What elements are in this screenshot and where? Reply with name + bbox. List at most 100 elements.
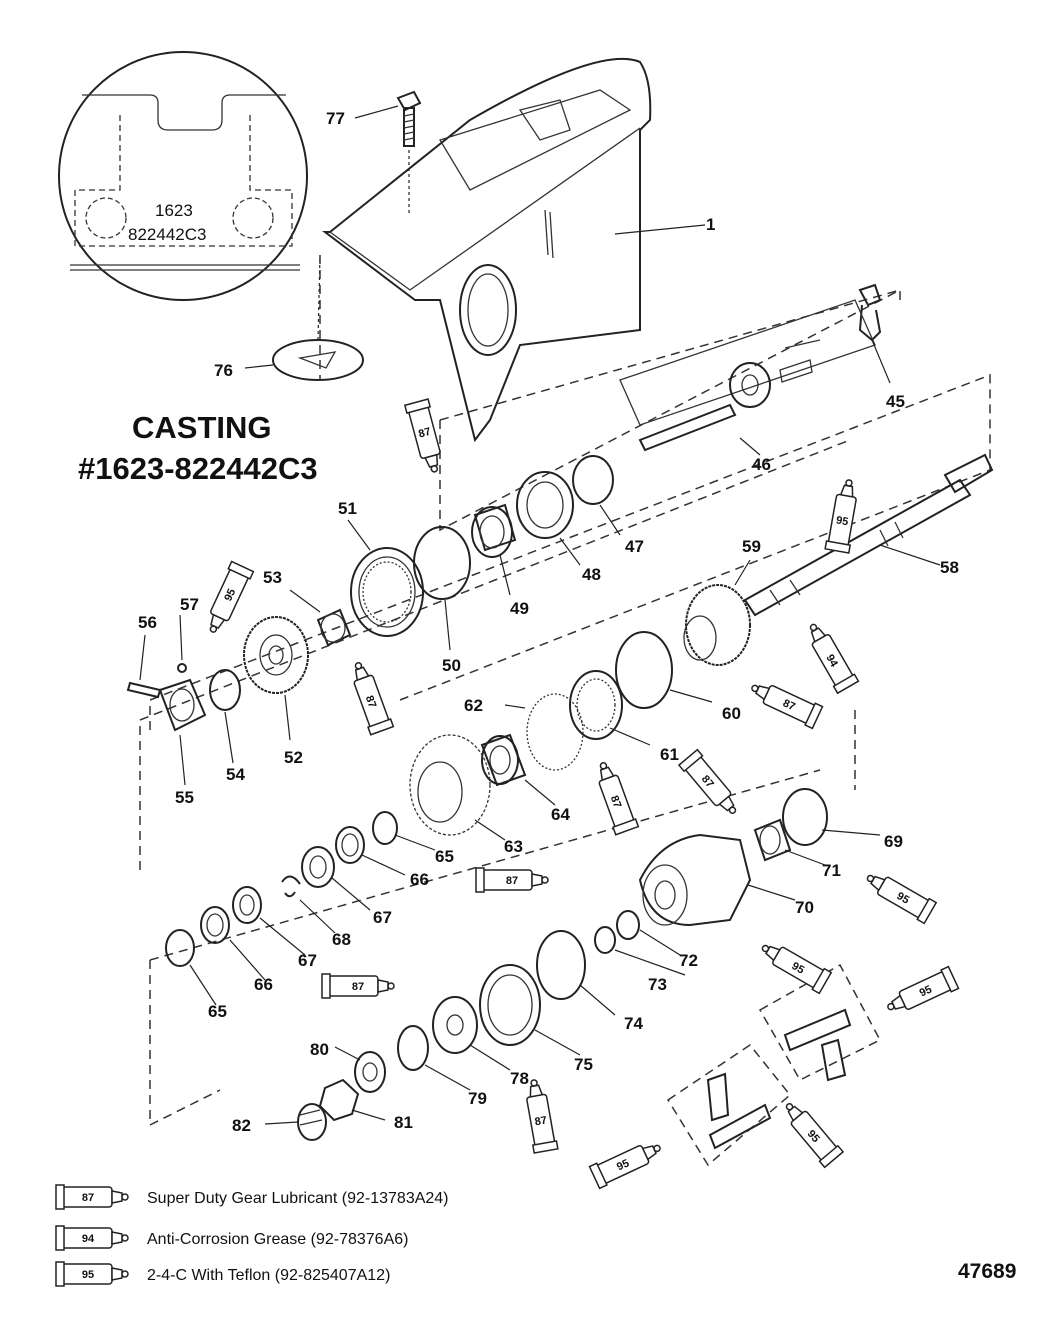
part-label: 53 [263, 568, 282, 587]
svg-text:87: 87 [363, 694, 378, 710]
figure-number: 47689 [958, 1260, 1016, 1283]
thrust-bearing-66-lower [200, 906, 230, 944]
legend-row-87: 87 Super Duty Gear Lubricant (92-13783A2… [55, 1184, 449, 1210]
insert-82 [297, 1103, 327, 1141]
part-label: 58 [940, 558, 959, 577]
part-label: 50 [442, 656, 461, 675]
lube-tube-95-b: 95 [824, 477, 863, 554]
svg-text:95: 95 [82, 1269, 94, 1281]
casting-inset-magnifier: 1623 822442C3 [58, 51, 308, 301]
bearing-64 [480, 733, 527, 787]
bearing-cup-48 [516, 471, 574, 539]
part-label: 71 [822, 861, 841, 880]
washer-65 [372, 811, 398, 845]
part-label: 56 [138, 613, 157, 632]
svg-text:95: 95 [222, 587, 238, 603]
part-label: 64 [551, 805, 570, 824]
part-label: 79 [468, 1089, 487, 1108]
part-label: 54 [226, 765, 245, 784]
lube-tube-87-f: 87 [475, 867, 549, 893]
svg-text:87: 87 [506, 875, 518, 887]
part-label: 76 [214, 361, 233, 380]
bearing-67-upper [301, 846, 335, 888]
part-label: 51 [338, 499, 357, 518]
bearing-carrier-63 [409, 734, 491, 836]
svg-text:Super Duty Gear Lubricant (92-: Super Duty Gear Lubricant (92-13783A24) [147, 1190, 449, 1207]
propeller-shaft-58 [743, 453, 994, 617]
casting-title-line1: CASTING [132, 410, 272, 445]
lube-tube-87-h: 87 [520, 1077, 559, 1154]
legend-row-95: 95 2-4-C With Teflon (92-825407A12) [55, 1261, 390, 1287]
inset-casting-suffix: 822442C3 [128, 225, 206, 244]
part-label: 68 [332, 930, 351, 949]
shim-60 [615, 631, 673, 709]
lube-tube-87-e: 87 [678, 748, 745, 822]
part-label: 49 [510, 599, 529, 618]
bracket-45 [858, 283, 882, 342]
bearing-49 [471, 503, 517, 558]
bearing-carrier-70 [638, 833, 752, 927]
part-label: 72 [679, 951, 698, 970]
part-label: 59 [742, 537, 761, 556]
svg-text:87: 87 [781, 697, 797, 713]
seal-73 [594, 926, 616, 954]
spring-57 [177, 663, 187, 673]
casting-title-line2: #1623-822442C3 [78, 451, 318, 486]
anode-76 [244, 254, 364, 381]
part-label: 48 [582, 565, 601, 584]
shift-linkage-left [666, 1043, 792, 1167]
lube-tube-95-g: 95 [588, 1135, 666, 1190]
reverse-gear-59 [683, 584, 751, 666]
part-label: 1 [706, 215, 715, 234]
part-label: 69 [884, 832, 903, 851]
part-label: 65 [208, 1002, 227, 1021]
part-label: 73 [648, 975, 667, 994]
retaining-ring-68 [281, 875, 301, 898]
bolt-77 [354, 90, 422, 215]
svg-text:87: 87 [608, 794, 623, 810]
svg-text:95: 95 [790, 960, 807, 977]
part-label: 66 [410, 870, 429, 889]
part-label: 63 [504, 837, 523, 856]
svg-text:87: 87 [417, 426, 432, 441]
part-label: 67 [298, 951, 317, 970]
lube-tube-95-c: 95 [861, 865, 937, 925]
propeller-nut-81 [318, 1078, 360, 1122]
part-label: 77 [326, 109, 345, 128]
lube-tube-95-e: 95 [882, 965, 960, 1020]
o-ring-69 [782, 788, 828, 846]
part-label: 67 [373, 908, 392, 927]
bearing-67-lower [232, 886, 262, 924]
lube-tube-87-b: 87 [345, 658, 395, 736]
pinion-gear-53 [316, 608, 352, 647]
lube-tube-87-a: 87 [404, 398, 448, 476]
svg-text:95: 95 [835, 514, 849, 528]
part-label: 55 [175, 788, 194, 807]
washer-72 [616, 910, 640, 940]
thrust-washer-62 [526, 693, 584, 771]
cross-pin-56 [126, 681, 162, 699]
legend-row-94: 94 Anti-Corrosion Grease (92-78376A6) [55, 1225, 408, 1251]
svg-text:87: 87 [82, 1192, 94, 1204]
tab-washer-74 [536, 930, 586, 1000]
bearing-71 [753, 818, 792, 862]
part-label: 74 [624, 1014, 643, 1033]
part-label: 78 [510, 1069, 529, 1088]
thrust-hub-78 [432, 996, 478, 1054]
part-label: 47 [625, 537, 644, 556]
leader-lines [139, 224, 941, 1125]
lube-tube-94: 94 [800, 618, 860, 694]
thrust-bearing-51 [350, 547, 424, 637]
lube-tube-95-a: 95 [200, 560, 255, 638]
svg-text:95: 95 [895, 890, 912, 907]
part-number-labels: 77 1 76 45 46 51 47 48 49 59 58 53 57 56… [138, 109, 959, 1135]
forward-gear-52 [243, 616, 309, 694]
svg-text:87: 87 [534, 1114, 548, 1128]
clutch-55 [158, 678, 207, 732]
part-label: 45 [886, 392, 905, 411]
part-label: 75 [574, 1055, 593, 1074]
retaining-ring-54 [209, 669, 241, 711]
svg-text:87: 87 [352, 981, 364, 993]
